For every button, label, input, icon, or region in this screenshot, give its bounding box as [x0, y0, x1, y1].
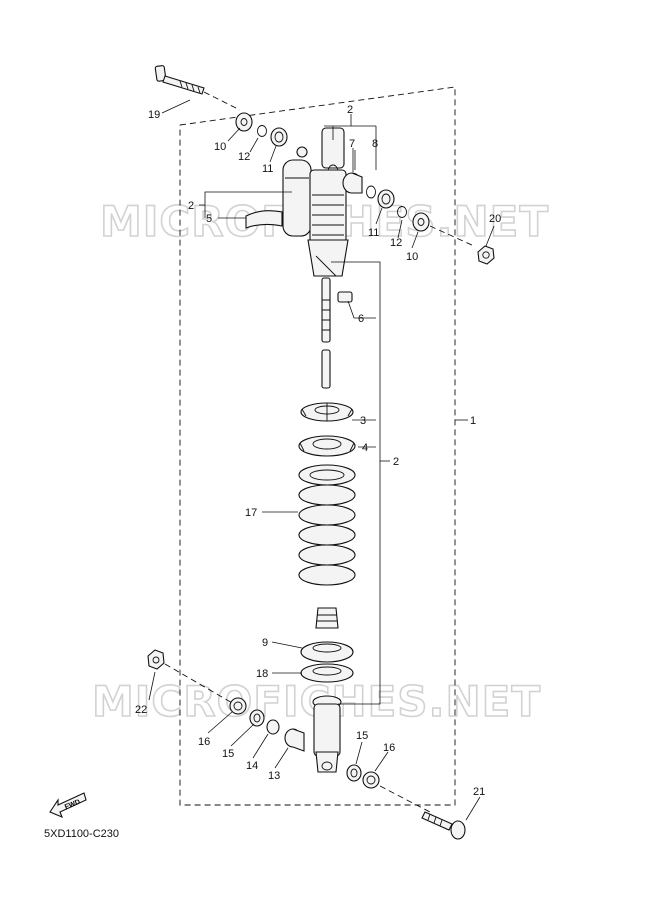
callout-5: 5	[206, 213, 212, 225]
callout-2-lower: 2	[393, 456, 399, 468]
callout-10-left: 10	[214, 141, 226, 153]
callout-17: 17	[245, 507, 257, 519]
callout-15-left: 15	[222, 748, 234, 760]
lower-nut	[147, 649, 165, 670]
callout-12-right: 12	[390, 237, 402, 249]
callout-16-left: 16	[198, 736, 210, 748]
reservoir	[282, 146, 312, 237]
callout-9: 9	[262, 637, 268, 649]
bearing-right	[377, 189, 395, 209]
lower-collar-right	[362, 771, 380, 789]
lower-collar-left	[229, 697, 247, 715]
locking-ring	[298, 435, 356, 457]
callout-20: 20	[489, 213, 501, 225]
callout-14: 14	[246, 760, 258, 772]
upper-nut	[477, 245, 495, 265]
bump-stop	[315, 607, 339, 629]
lower-bearing	[284, 728, 305, 752]
callout-16-right: 16	[383, 742, 395, 754]
lower-seal-left	[249, 709, 265, 727]
collar-right	[412, 212, 430, 232]
forward-arrow-icon: FWD	[49, 792, 87, 819]
upper-right-axis	[429, 225, 475, 247]
lower-clevis	[312, 695, 342, 773]
callout-21: 21	[473, 786, 485, 798]
o-ring-left	[257, 125, 267, 137]
reservoir-band	[245, 210, 283, 229]
o-ring-right	[397, 206, 407, 218]
callout-numbers: 19 10 12 11 2 7 8 2 5 11 12 10 20 6 3 4 …	[135, 104, 501, 798]
lower-spacer-left	[266, 719, 280, 735]
bump-stop-cap	[300, 641, 354, 663]
upper-bolt	[154, 65, 205, 95]
callout-2-top: 2	[347, 104, 353, 116]
callout-1: 1	[470, 415, 476, 427]
callout-3: 3	[360, 415, 366, 427]
callout-7: 7	[349, 138, 355, 150]
callout-18: 18	[256, 668, 268, 680]
bearing-left	[270, 127, 288, 147]
lower-right-axis	[379, 785, 431, 813]
callout-11-left: 11	[262, 163, 273, 175]
drawing-code: 5XD1100-C230	[44, 828, 120, 840]
lower-left-axis	[164, 663, 235, 705]
spring-guide	[300, 663, 354, 683]
leader-lines	[148, 99, 495, 821]
lower-bolt	[421, 811, 466, 840]
lower-seal-right	[346, 764, 362, 782]
callout-19: 19	[148, 109, 160, 121]
coil-spring	[298, 464, 356, 586]
assembly-boundary	[179, 86, 456, 806]
callout-12-left: 12	[238, 151, 250, 163]
spacer-right	[342, 172, 363, 194]
shock-body	[307, 127, 349, 277]
callout-8: 8	[372, 138, 378, 150]
piston-rod	[321, 277, 331, 389]
seal-right	[366, 185, 376, 199]
callout-4: 4	[362, 442, 368, 454]
callout-2-reservoir: 2	[188, 200, 194, 212]
callout-15-right: 15	[356, 730, 368, 742]
callout-22: 22	[135, 704, 147, 716]
rod-locknut	[337, 291, 353, 303]
adjuster-ring	[300, 402, 354, 422]
callout-13: 13	[268, 770, 280, 782]
collar-left	[235, 112, 253, 132]
callout-10-right: 10	[406, 251, 418, 263]
callout-6: 6	[358, 313, 364, 325]
upper-bolt-axis	[203, 91, 241, 111]
callout-11-right: 11	[368, 227, 379, 239]
